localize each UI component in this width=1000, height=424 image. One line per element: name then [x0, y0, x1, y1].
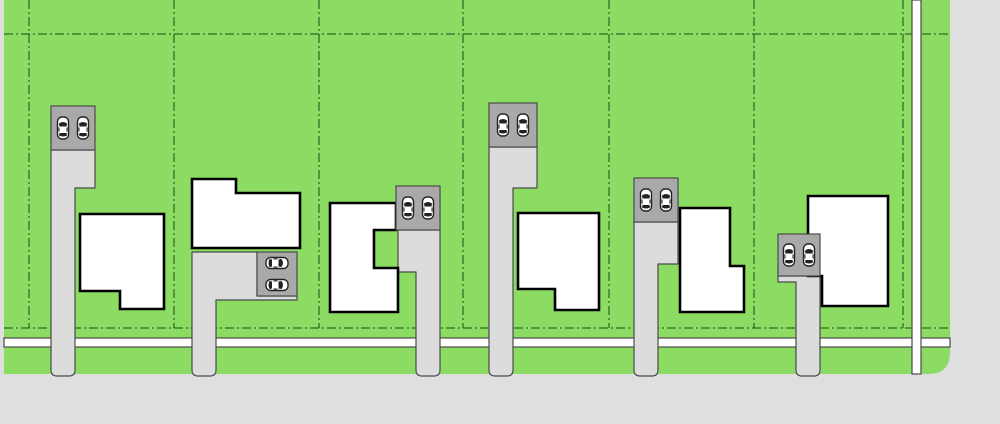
house-lot-4: [516, 211, 601, 312]
house-lot-5: [678, 206, 746, 314]
driveway-lot-4: [488, 146, 538, 377]
driveway-lot-3: [397, 229, 441, 377]
car-icon: [76, 116, 90, 140]
car-icon: [265, 278, 289, 292]
house-lot-2: [190, 177, 302, 250]
car-icon: [56, 116, 70, 140]
sidewalk-vertical: [911, 0, 922, 375]
driveway-lot-1: [50, 149, 96, 377]
car-icon: [659, 188, 673, 212]
driveways: [50, 146, 821, 377]
house-lot-1: [78, 212, 166, 311]
car-icon: [782, 243, 796, 267]
sidewalk-horizontal: [3, 337, 951, 348]
car-icon: [265, 256, 289, 270]
car-icon: [639, 188, 653, 212]
parking-pad-lot-4: [488, 102, 538, 148]
car-icon: [401, 196, 415, 220]
car-icon: [802, 243, 816, 267]
driveway-lot-5: [633, 221, 679, 377]
houses: [78, 177, 890, 314]
car-icon: [516, 113, 530, 137]
lot-lines: [4, 0, 950, 329]
driveway-lot-2: [191, 251, 298, 377]
driveway-lot-6: [777, 275, 821, 377]
car-icon: [496, 113, 510, 137]
car-icon: [421, 196, 435, 220]
